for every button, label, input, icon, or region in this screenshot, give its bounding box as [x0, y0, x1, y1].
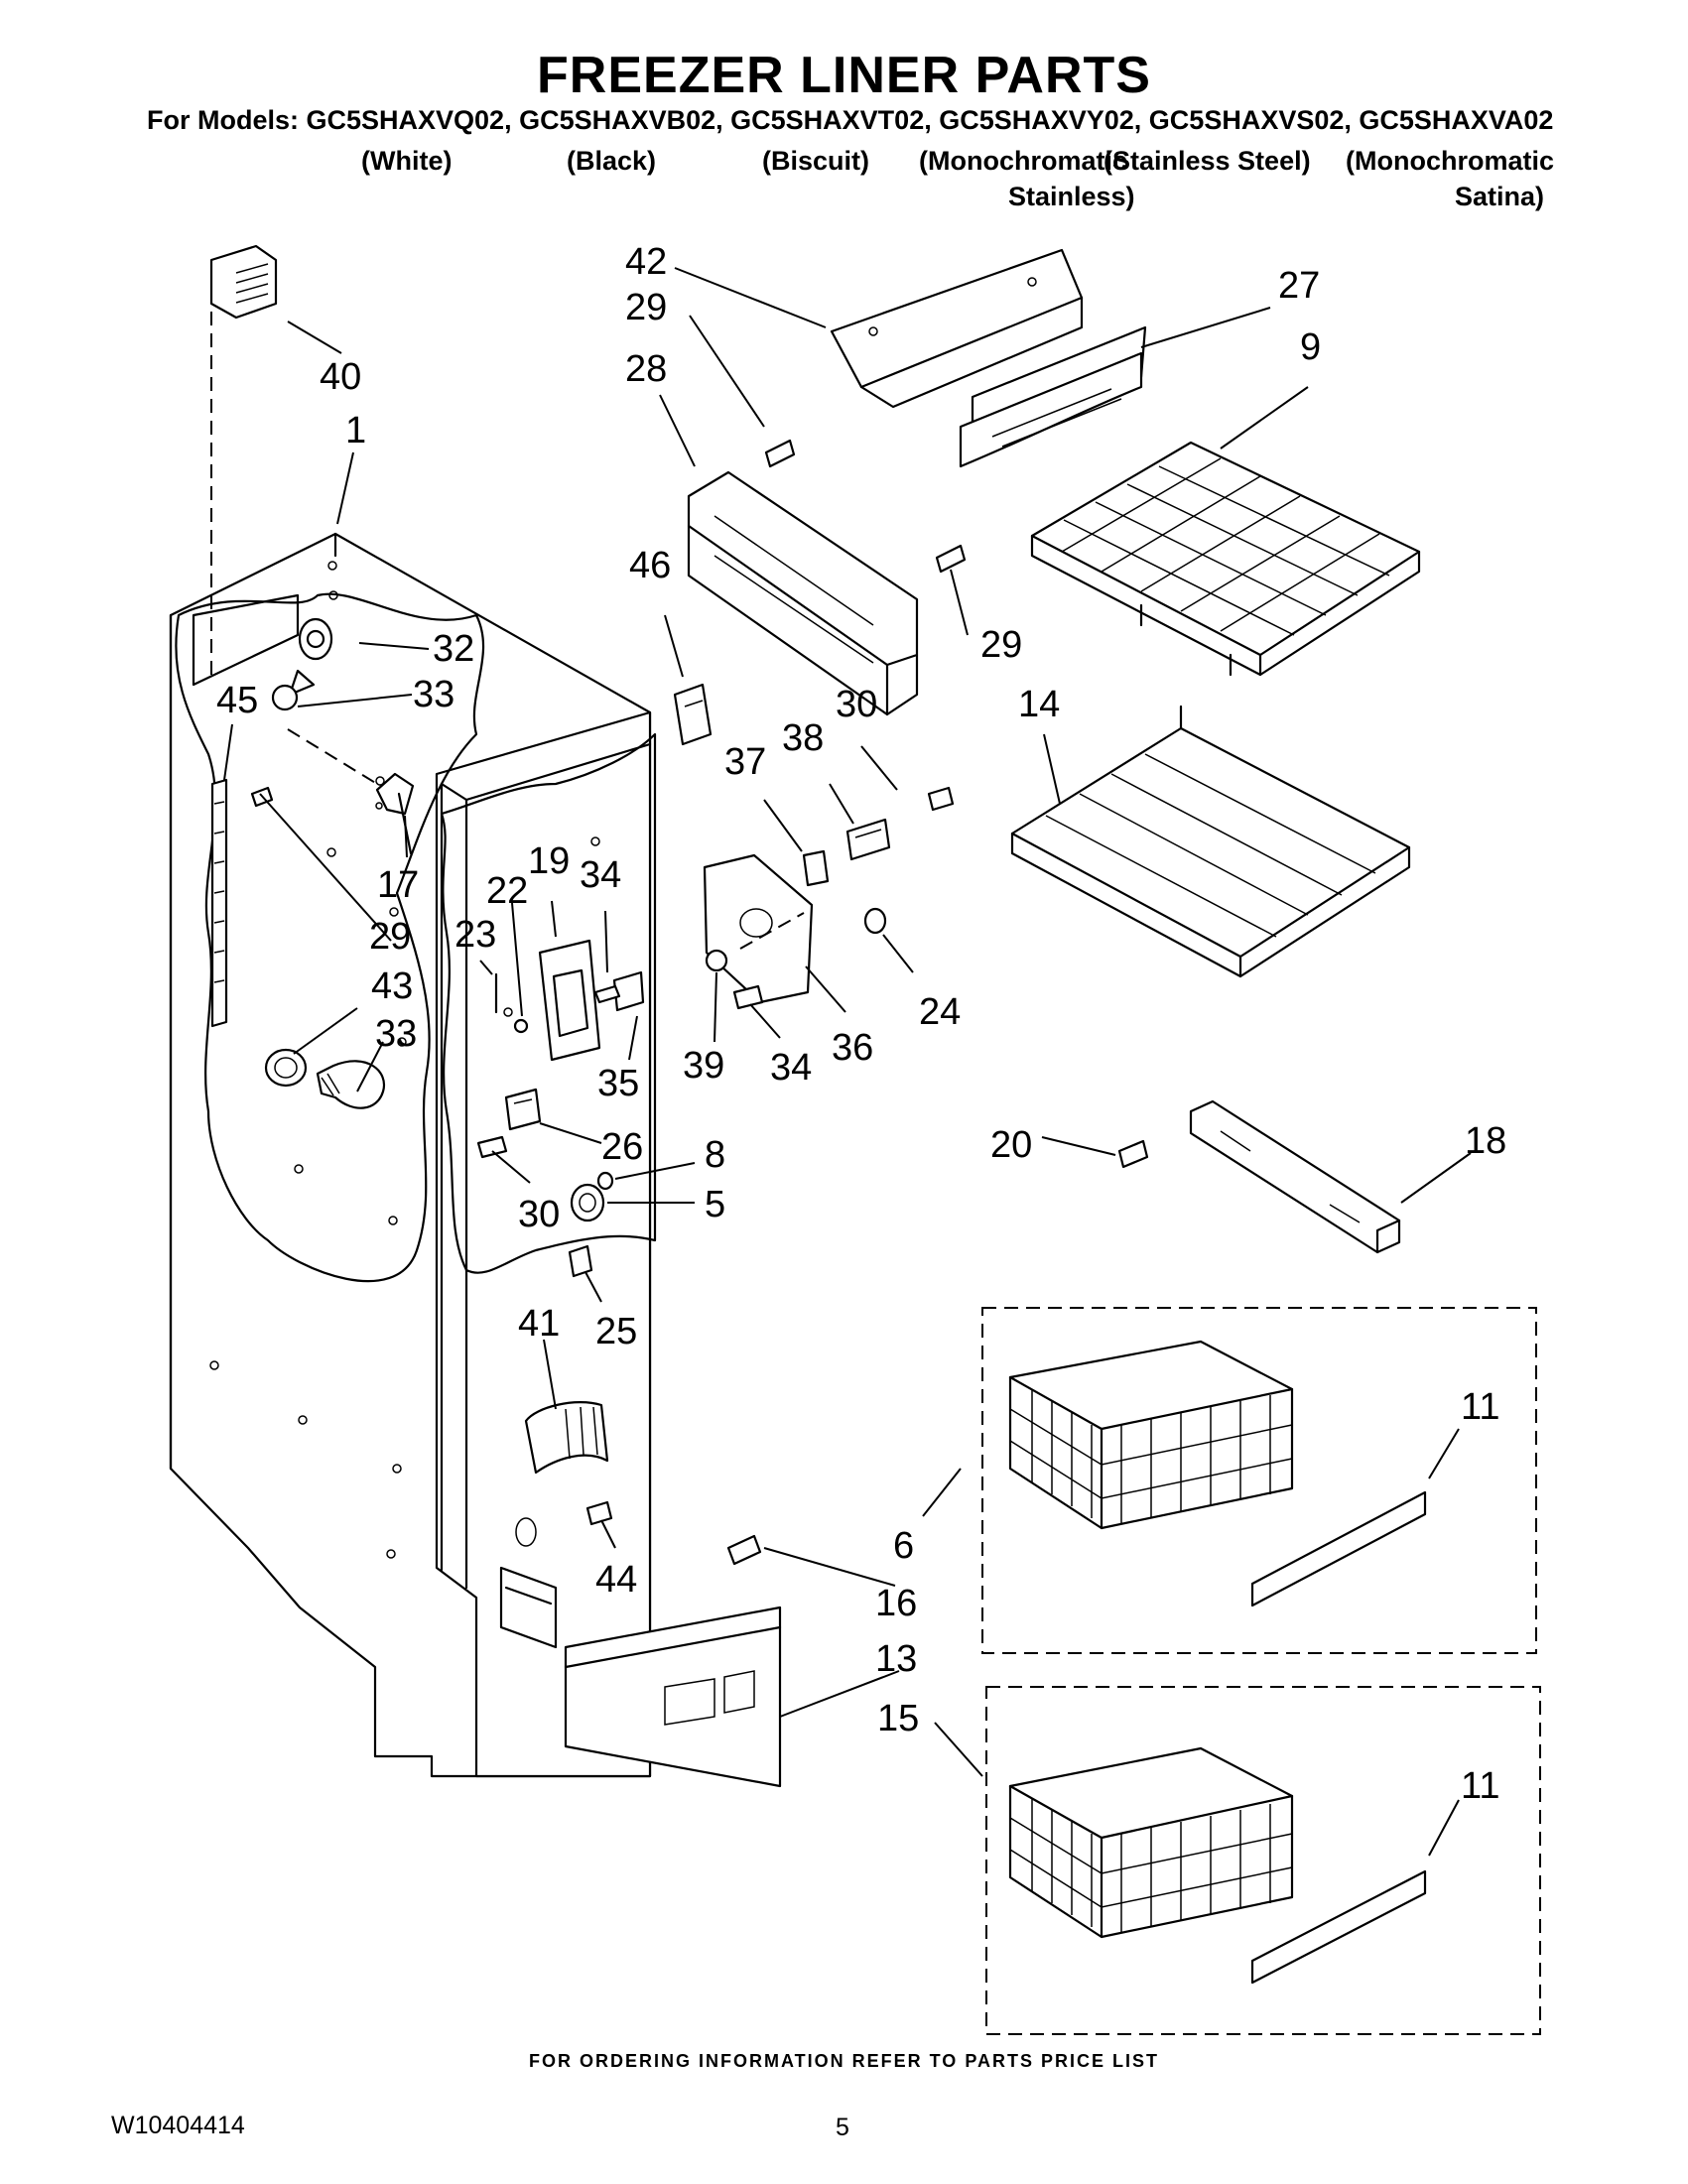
variant-label: (Biscuit)	[762, 146, 869, 176]
callout-41: 41	[518, 1303, 560, 1345]
page-number: 5	[836, 2114, 849, 2141]
callout-42: 42	[625, 241, 667, 283]
callout-17: 17	[377, 864, 419, 906]
callout-19: 19	[528, 840, 570, 882]
callout-29: 29	[369, 916, 411, 958]
callout-15: 15	[877, 1698, 919, 1739]
basket-group-box	[981, 1307, 1537, 1654]
glass-shelf	[1010, 705, 1411, 978]
basket-group-box	[985, 1686, 1541, 2035]
callout-9: 9	[1300, 326, 1321, 368]
callout-labels: 42 29 28 27 9 40 1 29 46 32 33 45 30 14 …	[216, 241, 1506, 1807]
wire-shelf-upper	[1030, 441, 1421, 677]
vent-cover	[515, 1401, 613, 1547]
callout-33: 33	[375, 1013, 417, 1055]
part-40-bracket	[209, 244, 278, 675]
page-title: FREEZER LINER PARTS	[537, 47, 1151, 104]
callout-11: 11	[1461, 1765, 1499, 1807]
callout-35: 35	[597, 1063, 639, 1104]
callout-38: 38	[782, 717, 824, 759]
variant-label: (Stainless Steel)	[1104, 146, 1311, 176]
callout-22: 22	[486, 870, 528, 912]
callout-8: 8	[705, 1134, 725, 1176]
callout-37: 37	[724, 741, 766, 783]
callout-24: 24	[919, 991, 961, 1033]
top-cover	[830, 248, 1147, 468]
drawer-rail	[1117, 1099, 1401, 1254]
callout-26: 26	[601, 1126, 643, 1168]
callout-39: 39	[683, 1045, 724, 1087]
callout-34: 34	[770, 1047, 812, 1089]
callout-29: 29	[625, 287, 667, 328]
callout-32: 32	[433, 628, 474, 670]
callout-40: 40	[320, 356, 361, 398]
callout-16: 16	[875, 1583, 917, 1624]
control-module	[703, 786, 955, 1010]
document-number: W10404414	[111, 2112, 245, 2139]
leader-lines	[223, 267, 1472, 1857]
callout-44: 44	[595, 1559, 637, 1601]
variant-label: (White)	[361, 146, 453, 176]
control-housing	[494, 939, 645, 1062]
callout-30: 30	[836, 684, 877, 725]
callout-27: 27	[1278, 265, 1320, 307]
callout-30: 30	[518, 1194, 560, 1235]
callout-36: 36	[832, 1027, 873, 1069]
callout-1: 1	[345, 410, 366, 451]
callout-45: 45	[216, 680, 258, 721]
callout-13: 13	[875, 1638, 917, 1680]
models-line: For Models: GC5SHAXVQ02, GC5SHAXVB02, GC…	[147, 105, 1554, 135]
callout-14: 14	[1018, 684, 1060, 725]
callout-6: 6	[893, 1525, 914, 1567]
clip-46	[673, 683, 713, 746]
callout-29: 29	[980, 624, 1022, 666]
cutaway-outline	[440, 732, 657, 1274]
ordering-note: FOR ORDERING INFORMATION REFER TO PARTS …	[528, 2051, 1159, 2071]
callout-46: 46	[629, 545, 671, 586]
callout-23: 23	[454, 914, 496, 956]
shelf-bracket	[687, 439, 967, 716]
callout-33: 33	[413, 674, 454, 715]
freezer-liner	[169, 532, 652, 1778]
callout-34: 34	[580, 854, 621, 896]
callout-28: 28	[625, 348, 667, 390]
wire-basket-lower	[1008, 1746, 1427, 1985]
callout-5: 5	[705, 1184, 725, 1225]
callout-25: 25	[595, 1311, 637, 1352]
cutaway-outline	[175, 592, 485, 1283]
callout-20: 20	[990, 1124, 1032, 1166]
callout-18: 18	[1465, 1120, 1506, 1162]
light-socket-upper	[192, 593, 333, 711]
front-trim	[564, 1534, 782, 1788]
wire-basket-upper	[1008, 1340, 1427, 1607]
variant-label: (Black)	[567, 146, 657, 176]
sensor-board	[476, 1088, 614, 1278]
light-rail	[210, 778, 274, 1028]
callout-43: 43	[371, 965, 413, 1007]
callout-11: 11	[1461, 1386, 1499, 1428]
